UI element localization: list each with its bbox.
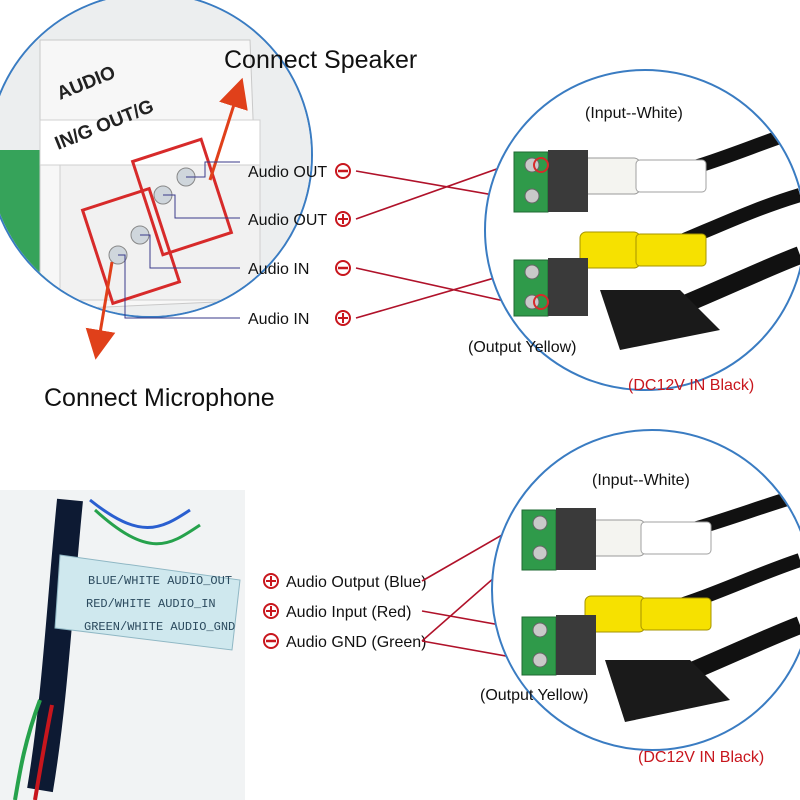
speaker-arrow: [208, 77, 248, 181]
top-row-1-label: Audio OUT: [248, 164, 327, 181]
terminal-block-photo: AUDIO IN/G OUT/G: [0, 0, 313, 318]
bottom-output-yellow-label: (Output Yellow): [480, 687, 589, 704]
cable-sticker-photo: BLUE/WHITE AUDIO_OUT RED/WHITE AUDIO_IN …: [0, 490, 245, 800]
sticker-line-2: RED/WHITE AUDIO_IN: [86, 597, 216, 611]
top-dc-label: (DC12V IN Black): [628, 377, 754, 394]
bottom-row-1-label: Audio Output (Blue): [286, 574, 427, 591]
minus-icon: [335, 260, 351, 276]
connect-speaker-label: Connect Speaker: [224, 46, 417, 74]
plus-icon: [263, 573, 279, 589]
top-row-2-label: Audio OUT: [248, 212, 327, 229]
bottom-row-2-label: Audio Input (Red): [286, 604, 411, 621]
top-output-yellow-label: (Output Yellow): [468, 339, 577, 356]
top-row-4-label: Audio IN: [248, 311, 309, 328]
connector-cluster-top: [484, 69, 800, 391]
plus-icon: [263, 603, 279, 619]
bottom-dc-label: (DC12V IN Black): [638, 749, 764, 766]
bottom-row-3-label: Audio GND (Green): [286, 634, 427, 651]
connect-microphone-label: Connect Microphone: [44, 384, 275, 412]
plus-icon: [335, 211, 351, 227]
top-input-white-label: (Input--White): [585, 105, 683, 122]
minus-icon: [335, 163, 351, 179]
microphone-arrow: [85, 261, 116, 360]
connector-cluster-bottom: [491, 429, 800, 751]
sticker-line-1: BLUE/WHITE AUDIO_OUT: [88, 574, 232, 588]
plus-icon: [335, 310, 351, 326]
sticker-line-3: GREEN/WHITE AUDIO_GND: [84, 620, 235, 634]
minus-icon: [263, 633, 279, 649]
bottom-input-white-label: (Input--White): [592, 472, 690, 489]
top-row-3-label: Audio IN: [248, 261, 309, 278]
